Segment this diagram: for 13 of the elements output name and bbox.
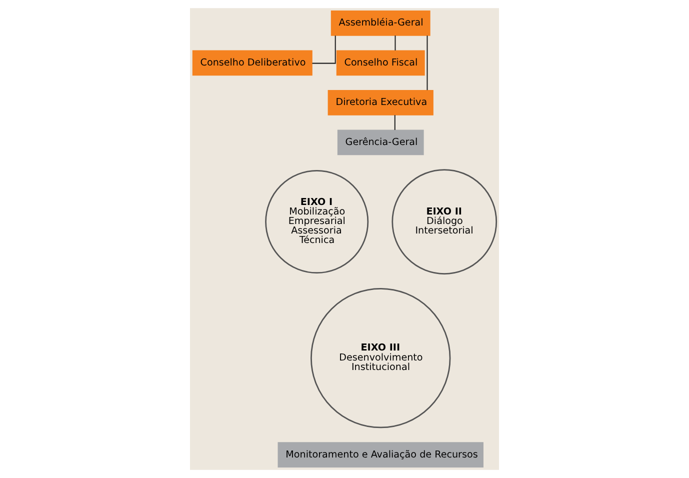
node-box: Monitoramento e Avaliação de Recursos [278,442,484,468]
node-circle: EIXO II Diálogo Intersetorial [392,169,498,274]
node-circle: EIXO I Mobilização Empresarial Assessoria Técnica [265,170,369,274]
node-circle: EIXO III Desenvolvimento Institucional [310,288,451,428]
node-box: Diretoria Executiva [328,90,434,116]
node-box: Conselho Fiscal [336,50,425,76]
connector [394,115,396,130]
connector [312,36,336,64]
node-box: Conselho Deliberativo [192,50,312,76]
node-box: Assembléia-Geral [330,10,430,36]
connector [394,36,396,50]
node-box: Gerência-Geral [337,130,424,156]
connector [426,36,428,90]
